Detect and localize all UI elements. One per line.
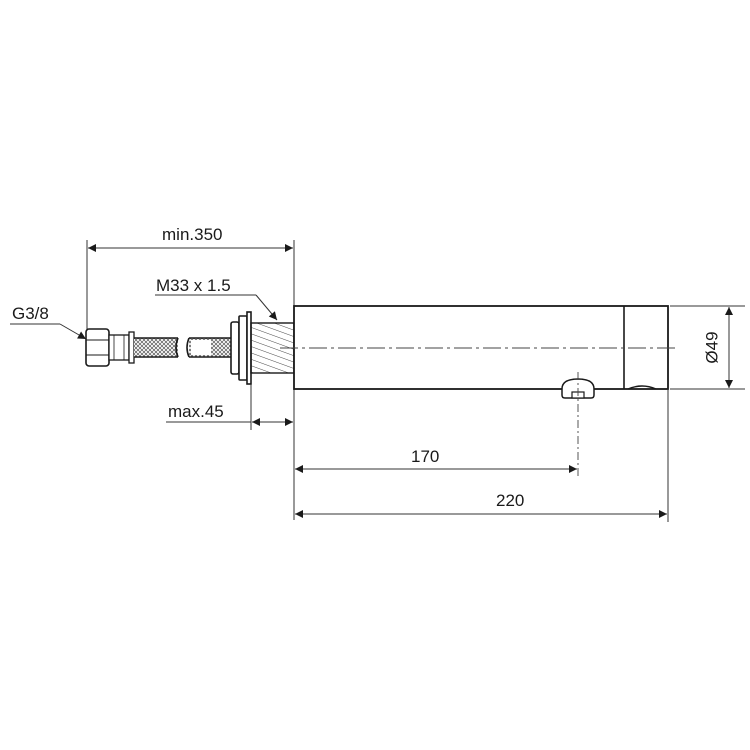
label-170: 170 [411, 447, 440, 466]
label-m33-thread: M33 x 1.5 [156, 276, 231, 295]
dimension-diameter-49 [670, 305, 745, 390]
label-g38: G3/8 [12, 304, 49, 323]
label-220: 220 [496, 491, 525, 510]
leader-m33 [155, 294, 278, 321]
label-max-45: max.45 [168, 402, 224, 421]
mounting-nut [230, 311, 252, 385]
outlet-aerator [561, 372, 595, 476]
spout-body [293, 305, 669, 390]
dimension-max-45 [166, 384, 295, 520]
label-diameter-49: Ø49 [702, 331, 722, 364]
dimension-220 [295, 389, 669, 522]
hose-nut [85, 328, 135, 367]
dimension-min-350 [86, 240, 295, 330]
braided-hose [134, 337, 231, 358]
label-min-350: min.350 [162, 225, 223, 244]
leader-g38 [10, 323, 87, 340]
